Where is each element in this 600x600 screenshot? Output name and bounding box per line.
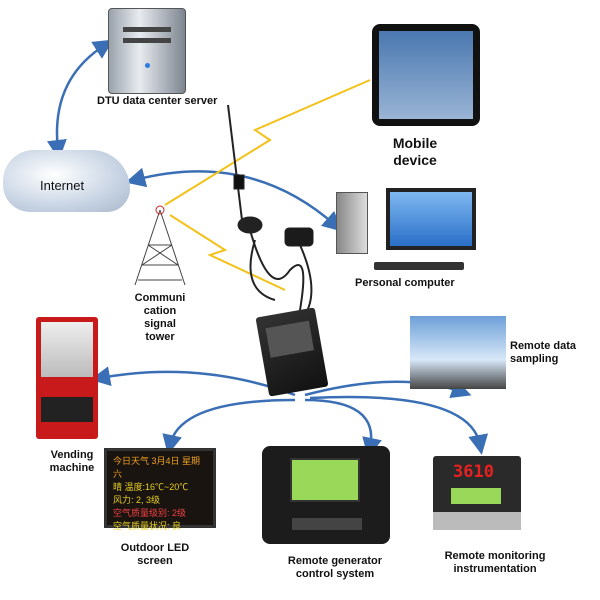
signal-tower-graphic xyxy=(134,205,186,286)
instrument-display: 3610 xyxy=(453,462,494,482)
sampling-label: Remote data sampling xyxy=(510,340,577,365)
mobile-label: Mobile device xyxy=(392,135,438,168)
led-line: 晴 温度:16℃~20℃ xyxy=(113,482,189,492)
signal-tower-mobile xyxy=(164,79,371,206)
pc-label: Personal computer xyxy=(355,277,455,289)
generator-controller xyxy=(262,446,390,544)
personal-computer-icon xyxy=(336,188,478,274)
vending-label: Vending machine xyxy=(49,449,95,474)
led-line: 空气质量状况: 良 xyxy=(113,521,182,531)
internet-label: Internet xyxy=(40,178,85,193)
server-label: DTU data center server xyxy=(97,95,218,107)
internet-cloud-icon xyxy=(3,150,130,212)
arrow-dtu-instrument xyxy=(309,395,489,455)
dtu-antenna xyxy=(227,104,314,316)
outdoor-led-screen: 今日天气 3月4日 星期六 晴 温度:16℃~20℃ 风力: 2, 3级 空气质… xyxy=(104,448,216,531)
led-line: 风力: 2, 3级 xyxy=(113,495,161,505)
arrow-dtu-led xyxy=(162,398,296,455)
monitoring-instrument: 3610 xyxy=(433,456,521,530)
led-label: Outdoor LED screen xyxy=(120,542,190,567)
vending-machine-icon xyxy=(36,317,98,439)
remote-sampling-photo xyxy=(410,316,506,389)
server-icon xyxy=(108,8,186,94)
led-line: 今日天气 3月4日 星期六 xyxy=(113,456,201,479)
arrow-dtu-generator xyxy=(304,398,382,458)
mobile-device-icon xyxy=(372,24,480,126)
tower-label: Communi cation signal tower xyxy=(134,292,186,343)
arrow-server-internet xyxy=(46,39,114,160)
signal-tower-dtu xyxy=(169,214,286,291)
led-line: 空气质量级别: 2级 xyxy=(113,508,187,518)
instrument-label: Remote monitoring instrumentation xyxy=(444,550,546,575)
generator-label: Remote generator control system xyxy=(287,555,383,580)
